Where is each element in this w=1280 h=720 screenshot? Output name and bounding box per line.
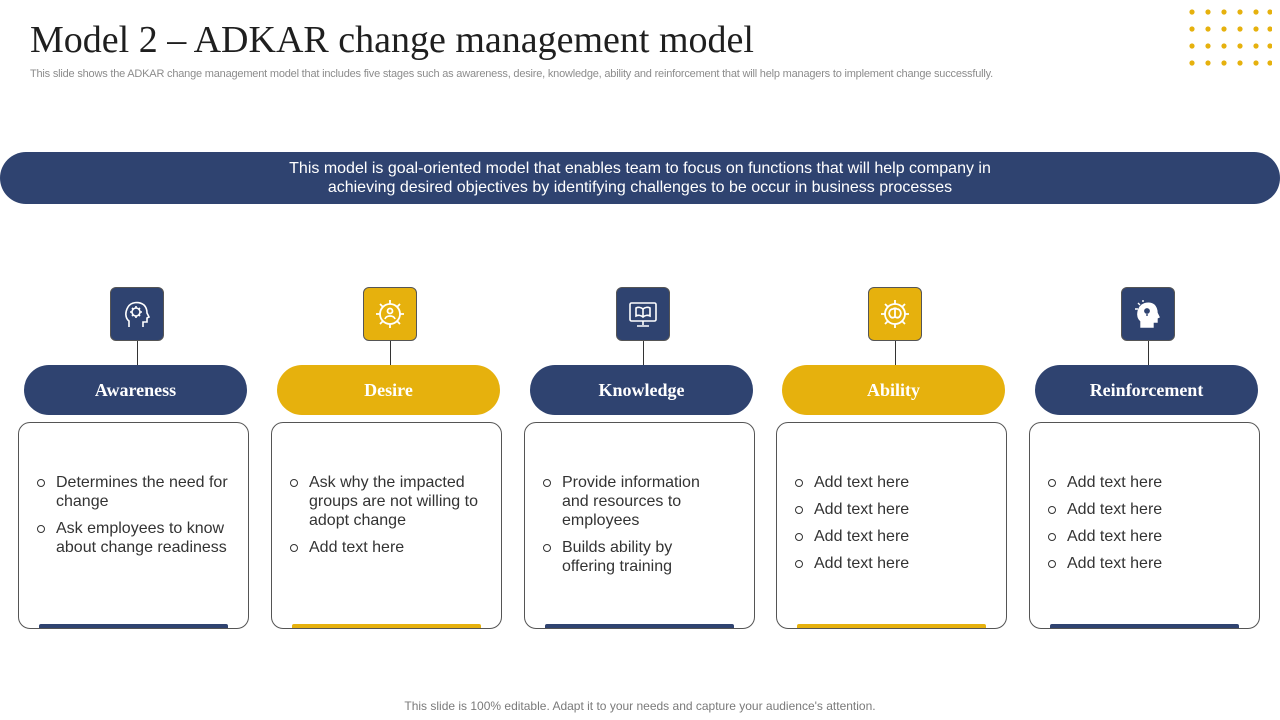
head-gear-icon — [110, 287, 164, 341]
list-item: Add text here — [1048, 473, 1247, 492]
connector-line — [1148, 341, 1149, 365]
connector-line — [137, 341, 138, 365]
stage-label: Awareness — [24, 365, 247, 415]
stage-label: Reinforcement — [1035, 365, 1258, 415]
list-item: Add text here — [795, 500, 994, 519]
banner-text: This model is goal-oriented model that e… — [289, 160, 991, 196]
connector-line — [643, 341, 644, 365]
gear-people-icon — [363, 287, 417, 341]
gear-brain-icon — [868, 287, 922, 341]
stage-label: Ability — [782, 365, 1005, 415]
bullet-list: Add text here Add text here Add text her… — [795, 473, 994, 581]
card-accent-bar — [292, 624, 481, 628]
stage-card: Ask why the impacted groups are not will… — [271, 422, 502, 629]
list-item: Add text here — [1048, 500, 1247, 519]
card-accent-bar — [797, 624, 986, 628]
stage-awareness: Awareness Determines the need for change… — [18, 287, 250, 631]
list-item: Add text here — [290, 538, 489, 557]
list-item: Ask why the impacted groups are not will… — [290, 473, 489, 530]
list-item: Add text here — [795, 473, 994, 492]
bullet-list: Ask why the impacted groups are not will… — [290, 473, 489, 565]
stage-reinforcement: Reinforcement Add text here Add text her… — [1029, 287, 1261, 631]
list-item: Add text here — [795, 554, 994, 573]
connector-line — [895, 341, 896, 365]
card-accent-bar — [545, 624, 734, 628]
bullet-list: Provide information and resources to emp… — [543, 473, 742, 584]
list-item: Add text here — [1048, 554, 1247, 573]
card-accent-bar — [39, 624, 228, 628]
list-item: Add text here — [795, 527, 994, 546]
page-title: Model 2 – ADKAR change management model — [30, 19, 754, 61]
stage-ability: Ability Add text here Add text here Add … — [776, 287, 1008, 631]
page-subtitle: This slide shows the ADKAR change manage… — [30, 68, 993, 80]
stage-card: Determines the need for change Ask emplo… — [18, 422, 249, 629]
bullet-list: Add text here Add text here Add text her… — [1048, 473, 1247, 581]
stage-card: Add text here Add text here Add text her… — [1029, 422, 1260, 629]
stage-card: Provide information and resources to emp… — [524, 422, 755, 629]
summary-banner: This model is goal-oriented model that e… — [0, 152, 1280, 204]
head-lightbulb-icon — [1121, 287, 1175, 341]
stage-label: Knowledge — [530, 365, 753, 415]
list-item: Provide information and resources to emp… — [543, 473, 742, 530]
bullet-list: Determines the need for change Ask emplo… — [37, 473, 236, 565]
list-item: Ask employees to know about change readi… — [37, 519, 236, 557]
list-item: Builds ability by offering training — [543, 538, 742, 576]
list-item: Determines the need for change — [37, 473, 236, 511]
stage-desire: Desire Ask why the impacted groups are n… — [271, 287, 503, 631]
footer-note: This slide is 100% editable. Adapt it to… — [404, 699, 876, 713]
card-accent-bar — [1050, 624, 1239, 628]
decorative-dots — [1189, 9, 1272, 66]
monitor-book-icon — [616, 287, 670, 341]
stage-label: Desire — [277, 365, 500, 415]
list-item: Add text here — [1048, 527, 1247, 546]
connector-line — [390, 341, 391, 365]
stage-knowledge: Knowledge Provide information and resour… — [524, 287, 756, 631]
stage-card: Add text here Add text here Add text her… — [776, 422, 1007, 629]
